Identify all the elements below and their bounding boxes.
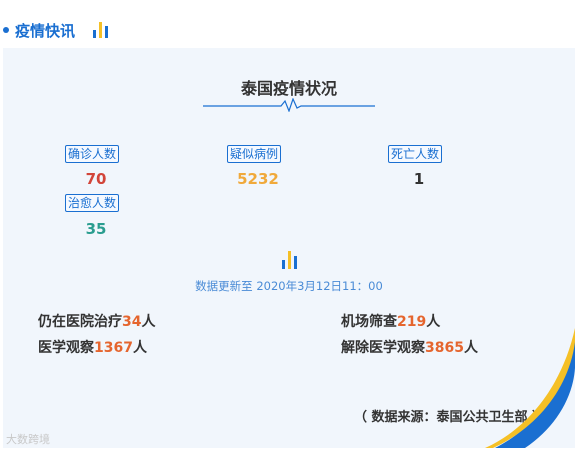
detail-in-hospital: 仍在医院治疗34人 xyxy=(38,314,156,330)
suspected-value: 5232 xyxy=(237,170,279,188)
confirmed-label: 确诊人数 xyxy=(65,145,120,163)
suspected-label: 疑似病例 xyxy=(227,145,282,163)
section-title: 疫情快讯 xyxy=(15,22,76,40)
detail-released-observation: 解除医学观察3865人 xyxy=(341,340,478,356)
pulse-divider-icon xyxy=(203,98,375,112)
decorative-swoosh xyxy=(485,328,575,448)
bar-chart-icon xyxy=(93,22,108,38)
bullet-dot xyxy=(3,27,9,33)
data-source: （ 数据来源：泰国公共卫生部 ） xyxy=(353,410,545,425)
update-timestamp: 数据更新至 2020年3月12日11：00 xyxy=(195,279,383,293)
recovered-value: 35 xyxy=(85,220,107,238)
card-title: 泰国疫情状况 xyxy=(240,79,337,98)
stats-card: 泰国疫情状况 确诊人数 70 疑似病例 5232 死亡人数 1 治愈人数 35 … xyxy=(3,48,575,448)
deaths-value: 1 xyxy=(413,170,425,188)
bar-chart-icon xyxy=(282,251,297,269)
detail-medical-observation: 医学观察1367人 xyxy=(38,340,147,356)
section-header: 疫情快讯 xyxy=(0,16,578,46)
recovered-label: 治愈人数 xyxy=(65,194,120,212)
watermark: 大数跨境 xyxy=(6,433,50,446)
confirmed-value: 70 xyxy=(85,170,107,188)
detail-airport-screening: 机场筛查219人 xyxy=(341,314,441,330)
deaths-label: 死亡人数 xyxy=(388,145,443,163)
